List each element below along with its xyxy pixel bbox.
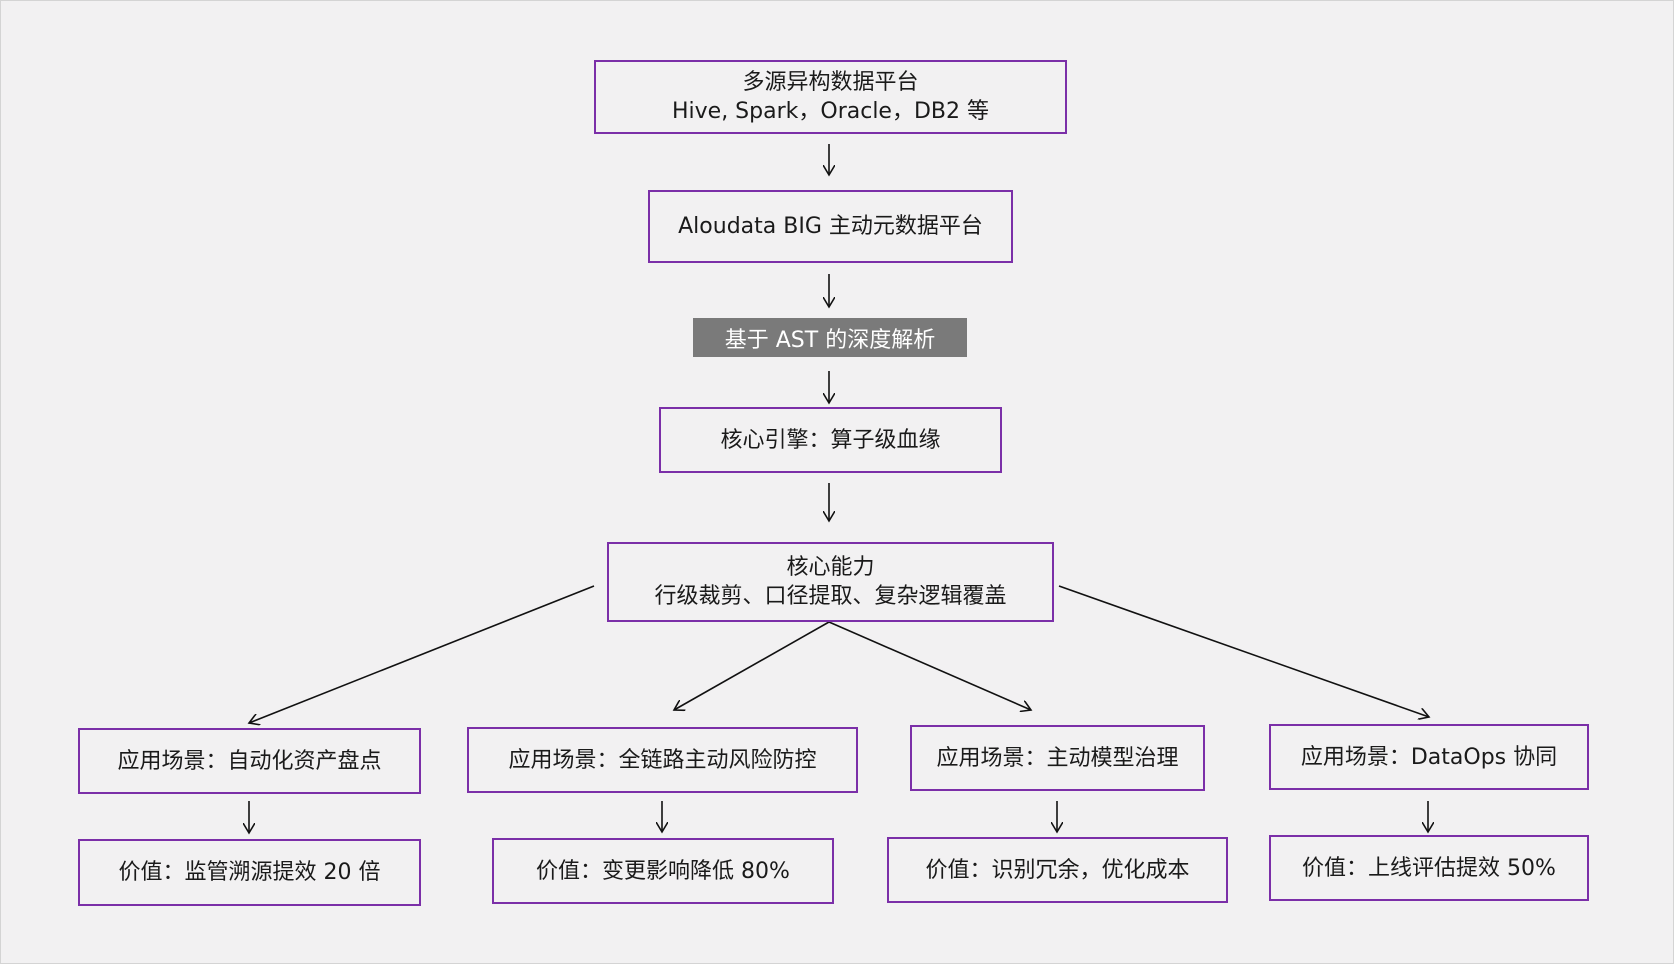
scenario-node-1: 应用场景：自动化资产盘点 — [78, 728, 421, 794]
scenario-label: 应用场景：主动模型治理 — [936, 745, 1179, 771]
source-node-subtitle: Hive, Spark，Oracle，DB2 等 — [671, 99, 989, 124]
value-node-1: 价值：监管溯源提效 20 倍 — [78, 839, 421, 906]
platform-node-label: Aloudata BIG 主动元数据平台 — [678, 214, 983, 239]
value-label: 价值：识别冗余，优化成本 — [925, 857, 1190, 883]
scenario-label: 应用场景：自动化资产盘点 — [117, 748, 382, 774]
engine-node-label: 核心引擎：算子级血缘 — [720, 427, 941, 453]
scenario-label: 应用场景：全链路主动风险防控 — [508, 747, 817, 773]
value-node-4: 价值：上线评估提效 50% — [1269, 835, 1589, 901]
scenario-label: 应用场景：DataOps 协同 — [1300, 744, 1558, 770]
source-node-title: 多源异构数据平台 — [742, 70, 919, 95]
scenario-node-2: 应用场景：全链路主动风险防控 — [467, 727, 858, 793]
scenario-node-4: 应用场景：DataOps 协同 — [1269, 724, 1589, 790]
source-node: 多源异构数据平台 Hive, Spark，Oracle，DB2 等 — [594, 60, 1067, 134]
arrow-capability-to-scenario-2 — [674, 621, 830, 710]
value-label: 价值：上线评估提效 50% — [1302, 855, 1556, 881]
capability-node-title: 核心能力 — [786, 555, 875, 580]
capability-node: 核心能力 行级裁剪、口径提取、复杂逻辑覆盖 — [607, 542, 1054, 622]
scenario-node-3: 应用场景：主动模型治理 — [910, 725, 1205, 791]
engine-node: 核心引擎：算子级血缘 — [659, 407, 1002, 473]
platform-node: Aloudata BIG 主动元数据平台 — [648, 190, 1013, 263]
arrow-capability-to-scenario-1 — [249, 585, 595, 723]
capability-node-detail: 行级裁剪、口径提取、复杂逻辑覆盖 — [654, 584, 1007, 609]
parsing-node-label: 基于 AST 的深度解析 — [724, 327, 936, 353]
value-label: 价值：变更影响降低 80% — [536, 858, 790, 884]
arrow-capability-to-scenario-4 — [1058, 585, 1429, 717]
arrow-capability-to-scenario-3 — [828, 621, 1031, 710]
value-node-3: 价值：识别冗余，优化成本 — [887, 837, 1228, 903]
parsing-node: 基于 AST 的深度解析 — [693, 318, 967, 357]
value-node-2: 价值：变更影响降低 80% — [492, 838, 834, 904]
value-label: 价值：监管溯源提效 20 倍 — [118, 860, 381, 885]
